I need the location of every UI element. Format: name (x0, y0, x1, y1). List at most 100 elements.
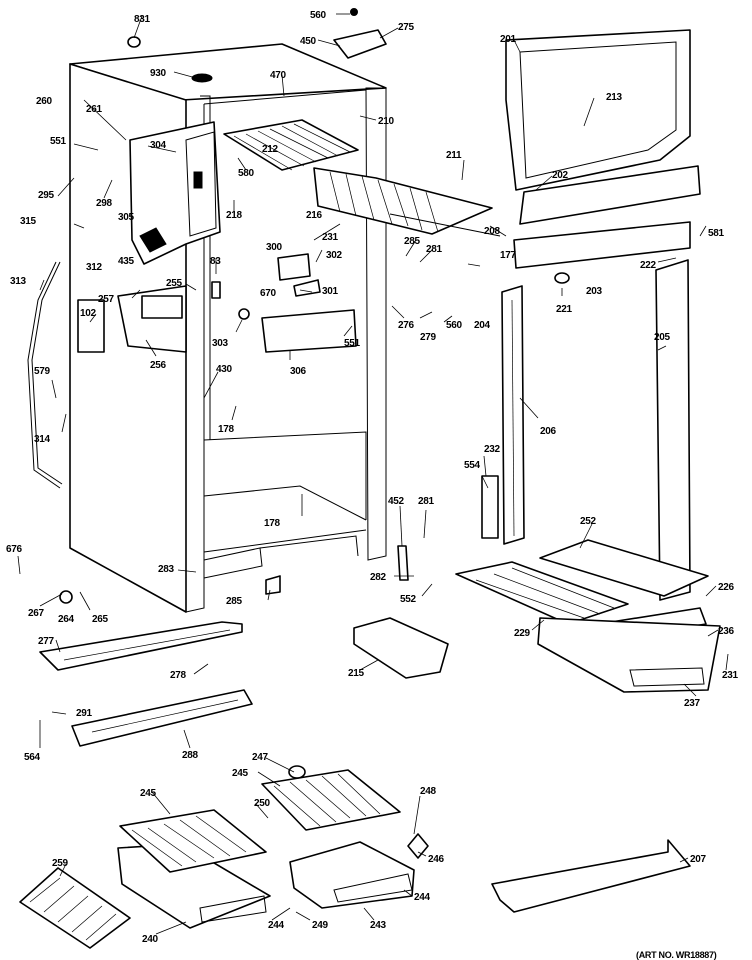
callout-label: 579 (34, 366, 51, 377)
art-number: (ART NO. WR18887) (636, 950, 717, 960)
callout-label: 204 (474, 320, 491, 331)
callout-label: 221 (556, 304, 573, 315)
bracket-small (265, 575, 281, 595)
callout-label: 240 (142, 934, 159, 945)
bulb-socket (277, 253, 311, 281)
callout-label: 564 (24, 752, 41, 763)
dairy-bin (353, 617, 449, 679)
callout-label: 218 (226, 210, 243, 221)
top-cap (127, 36, 141, 48)
callout-label: 202 (552, 170, 569, 181)
callout-label: 264 (58, 614, 75, 625)
callout-label: 831 (134, 14, 151, 25)
callout-label: 248 (420, 786, 437, 797)
drain-tube-inner (31, 261, 63, 485)
door-bar (519, 165, 701, 225)
callout-label: 435 (118, 256, 135, 267)
callout-label: 285 (404, 236, 421, 247)
door-plug (554, 272, 570, 284)
callout-label: 298 (96, 198, 113, 209)
callout-label: 581 (708, 228, 725, 239)
callout-label: 245 (140, 788, 157, 799)
callout-label: 250 (254, 798, 271, 809)
leveling-leg (59, 590, 73, 604)
tray-mat (19, 867, 131, 949)
fan-blade-center (238, 308, 250, 320)
callout-label: 231 (322, 232, 339, 243)
drain-tube (27, 261, 61, 489)
callout-label: 244 (414, 892, 431, 903)
callout-label: 244 (268, 920, 285, 931)
hinge-screw (350, 8, 358, 16)
callout-label: 255 (166, 278, 183, 289)
callout-label: 102 (80, 308, 97, 319)
callout-label: 552 (400, 594, 417, 605)
callout-label: 265 (92, 614, 109, 625)
clip (211, 281, 221, 299)
callout-label: 213 (606, 92, 623, 103)
callout-label: 930 (150, 68, 167, 79)
callout-label: 560 (310, 10, 327, 21)
callout-label: 252 (580, 516, 597, 527)
leader-lines (17, 13, 729, 935)
callout-label: 237 (684, 698, 701, 709)
callout-label: 313 (10, 276, 27, 287)
callout-label: 247 (252, 752, 269, 763)
callout-label: 207 (690, 854, 707, 865)
callout-label: 246 (428, 854, 445, 865)
callout-label: 312 (86, 262, 103, 273)
callout-label: 303 (212, 338, 229, 349)
control-housing (129, 121, 221, 265)
callout-label: 580 (238, 168, 255, 179)
callout-label: 676 (6, 544, 23, 555)
callout-label: 267 (28, 608, 45, 619)
hinge-bracket (397, 545, 409, 581)
callout-label: 243 (370, 920, 387, 931)
callout-label: 306 (290, 366, 307, 377)
callout-label: 314 (34, 434, 51, 445)
callout-label: 83 (210, 256, 221, 267)
cover-plate (77, 299, 105, 353)
callout-label: 259 (52, 858, 69, 869)
callout-label: 203 (586, 286, 603, 297)
callout-label: 276 (398, 320, 415, 331)
callout-label: 256 (150, 360, 167, 371)
callout-label: 551 (50, 136, 67, 147)
callout-label: 551 (344, 338, 361, 349)
callout-label: 245 (232, 768, 249, 779)
callout-label: 222 (640, 260, 657, 271)
callout-label: 283 (158, 564, 175, 575)
hinge-plate (513, 221, 691, 269)
callout-label: 231 (722, 670, 739, 681)
callout-label: 232 (484, 444, 501, 455)
callout-label: 210 (378, 116, 395, 127)
callout-label: 215 (348, 668, 365, 679)
callout-label: 177 (500, 250, 517, 261)
callout-label: 670 (260, 288, 277, 299)
callout-label: 279 (420, 332, 437, 343)
callout-label: 201 (500, 34, 517, 45)
callout-label: 554 (464, 460, 481, 471)
meat-pan (455, 539, 709, 625)
callout-label: 300 (266, 242, 283, 253)
callout-label: 305 (118, 212, 135, 223)
fan-assembly (261, 309, 357, 353)
callout-label: 304 (150, 140, 167, 151)
callout-label: 178 (264, 518, 281, 529)
crisper-assembly-right (261, 769, 415, 909)
callout-label: 560 (446, 320, 463, 331)
roller (288, 765, 306, 779)
callout-label: 295 (38, 190, 55, 201)
callout-labels: 831 560 275 450 201 930 470 260 261 210 … (6, 10, 739, 945)
callout-label: 229 (514, 628, 531, 639)
callout-label: 291 (76, 708, 93, 719)
callout-label: 249 (312, 920, 329, 931)
callout-label: 260 (36, 96, 53, 107)
crisper-assembly-left (117, 809, 271, 929)
callout-label: 285 (226, 596, 243, 607)
hinge-top (333, 29, 387, 59)
callout-label: 430 (216, 364, 233, 375)
callout-label: 211 (446, 150, 462, 161)
callout-label: 452 (388, 496, 405, 507)
